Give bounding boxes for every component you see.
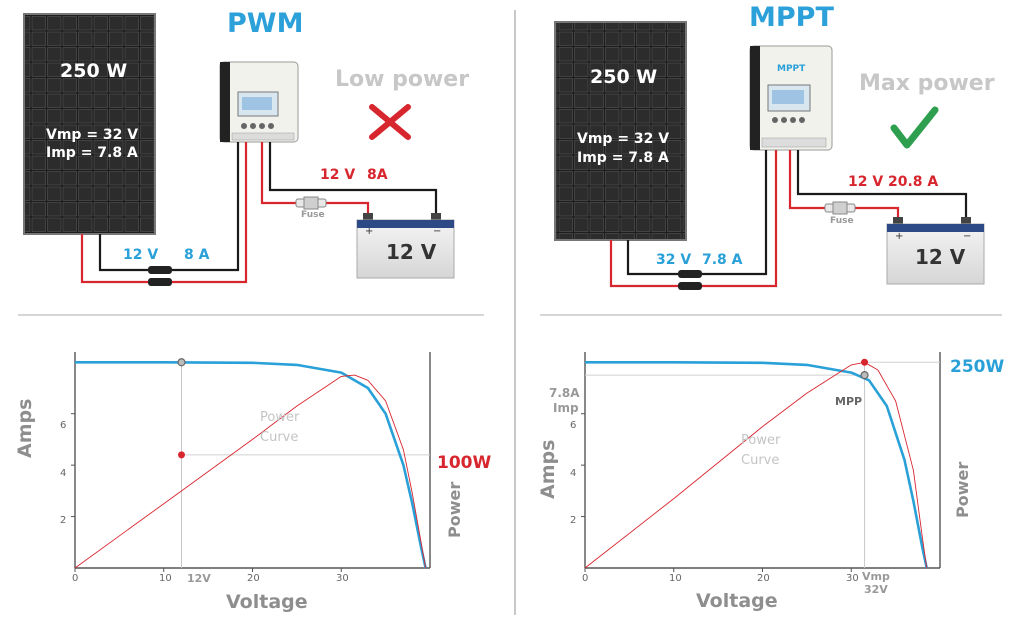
mppt-status: Max power bbox=[859, 71, 995, 96]
mppt-connectors bbox=[678, 270, 702, 290]
pwm-y-tick: 6 bbox=[60, 420, 67, 431]
pwm-solar-panel bbox=[23, 13, 156, 235]
mppt-panel-vmp: Vmp = 32 V bbox=[577, 131, 670, 147]
pwm-connectors bbox=[148, 266, 172, 286]
pwm-x-tick: 20 bbox=[247, 573, 260, 584]
mppt-chart-ylabel: Amps bbox=[537, 439, 559, 499]
mppt-imp-label: Imp bbox=[553, 401, 579, 415]
pwm-chart-y2label: Power bbox=[445, 481, 464, 538]
mppt-vmp-value: 32V bbox=[864, 583, 888, 596]
pwm-y-tick: 2 bbox=[60, 515, 67, 526]
mppt-x-tick: 10 bbox=[669, 573, 682, 584]
pwm-panel-watts: 250 W bbox=[60, 60, 128, 82]
pwm-battery-plus: + bbox=[365, 226, 374, 237]
mppt-x-tick: 20 bbox=[757, 573, 770, 584]
pwm-x-tick: 30 bbox=[336, 573, 349, 584]
mppt-battery-plus: + bbox=[895, 231, 904, 242]
mppt-y-tick: 2 bbox=[570, 515, 577, 526]
pwm-x-icon bbox=[369, 104, 411, 140]
pwm-battery-minus: − bbox=[433, 226, 442, 237]
mppt-check-icon bbox=[890, 106, 939, 149]
mppt-y-tick: 6 bbox=[570, 420, 577, 431]
pwm-panel-vmp: Vmp = 32 V bbox=[46, 127, 139, 143]
mppt-controller-label: MPPT bbox=[777, 64, 806, 74]
pwm-power-curve bbox=[74, 374, 427, 569]
pwm-x-tick: 10 bbox=[159, 573, 172, 584]
mppt-power-curve-label-2: Curve bbox=[741, 453, 780, 468]
mppt-panel-watts: 250 W bbox=[590, 66, 658, 88]
mppt-battery-minus: − bbox=[963, 231, 972, 242]
mppt-panel-wire-amps: 7.8 A bbox=[702, 252, 743, 268]
pwm-chart-ylabel: Amps bbox=[14, 398, 36, 458]
pwm-fuse-label: Fuse bbox=[301, 210, 325, 220]
mppt-fuse bbox=[824, 201, 856, 215]
chart-marks bbox=[71, 358, 940, 572]
pwm-chart-xlabel: Voltage bbox=[226, 591, 308, 613]
mppt-title: MPPT bbox=[749, 2, 834, 33]
pwm-x-marker-label: 12V bbox=[187, 572, 211, 585]
pwm-battery-wire-amps: 8A bbox=[367, 167, 388, 183]
mppt-solar-panel bbox=[554, 21, 687, 241]
mppt-power-value: 250W bbox=[950, 357, 1005, 377]
pwm-title: PWM bbox=[227, 8, 304, 39]
pwm-power-value: 100W bbox=[437, 453, 492, 473]
mppt-current-curve bbox=[585, 361, 928, 569]
mppt-chart-y2label: Power bbox=[953, 461, 972, 518]
pwm-battery-label: 12 V bbox=[386, 240, 437, 264]
pwm-x-tick: 0 bbox=[72, 573, 79, 584]
mppt-fuse-label: Fuse bbox=[830, 216, 854, 226]
mppt-imp-value: 7.8A bbox=[549, 386, 580, 400]
pwm-chart-axes bbox=[74, 352, 431, 569]
pwm-battery-wire-volts: 12 V bbox=[320, 167, 356, 183]
mppt-power-curve-label-1: Power bbox=[741, 433, 781, 448]
pwm-battery bbox=[356, 213, 455, 279]
mppt-mpp-label: MPP bbox=[835, 395, 863, 408]
pwm-controller bbox=[219, 61, 299, 143]
mppt-controller bbox=[749, 45, 833, 151]
pwm-fuse bbox=[295, 196, 327, 210]
mppt-chart-xlabel: Voltage bbox=[696, 590, 778, 612]
pwm-power-point bbox=[178, 451, 185, 459]
mppt-vmp-label: Vmp bbox=[862, 570, 890, 583]
mppt-operating-point bbox=[860, 371, 869, 380]
pwm-current-curve bbox=[75, 361, 427, 569]
mppt-battery-wire-amps: 20.8 A bbox=[888, 174, 939, 190]
mppt-power-point bbox=[861, 358, 869, 366]
mppt-battery-wire-volts: 12 V bbox=[848, 174, 884, 190]
mppt-x-tick: 0 bbox=[582, 573, 589, 584]
mppt-battery bbox=[886, 217, 985, 285]
pwm-power-curve-label-2: Curve bbox=[260, 430, 299, 445]
pwm-panel-imp: Imp = 7.8 A bbox=[46, 145, 138, 161]
mppt-panel-wire-volts: 32 V bbox=[656, 252, 692, 268]
mppt-x-tick: 30 bbox=[846, 573, 859, 584]
pwm-y-tick: 4 bbox=[60, 468, 67, 479]
mppt-panel-imp: Imp = 7.8 A bbox=[577, 150, 669, 166]
pwm-panel-wire-amps: 8 A bbox=[184, 247, 210, 263]
pwm-operating-point bbox=[177, 358, 186, 367]
pwm-panel-wire-volts: 12 V bbox=[123, 247, 159, 263]
mppt-y-tick: 4 bbox=[570, 468, 577, 479]
pwm-power-curve-label-1: Power bbox=[260, 410, 300, 425]
pwm-status: Low power bbox=[335, 67, 470, 92]
mppt-battery-label: 12 V bbox=[915, 245, 966, 269]
